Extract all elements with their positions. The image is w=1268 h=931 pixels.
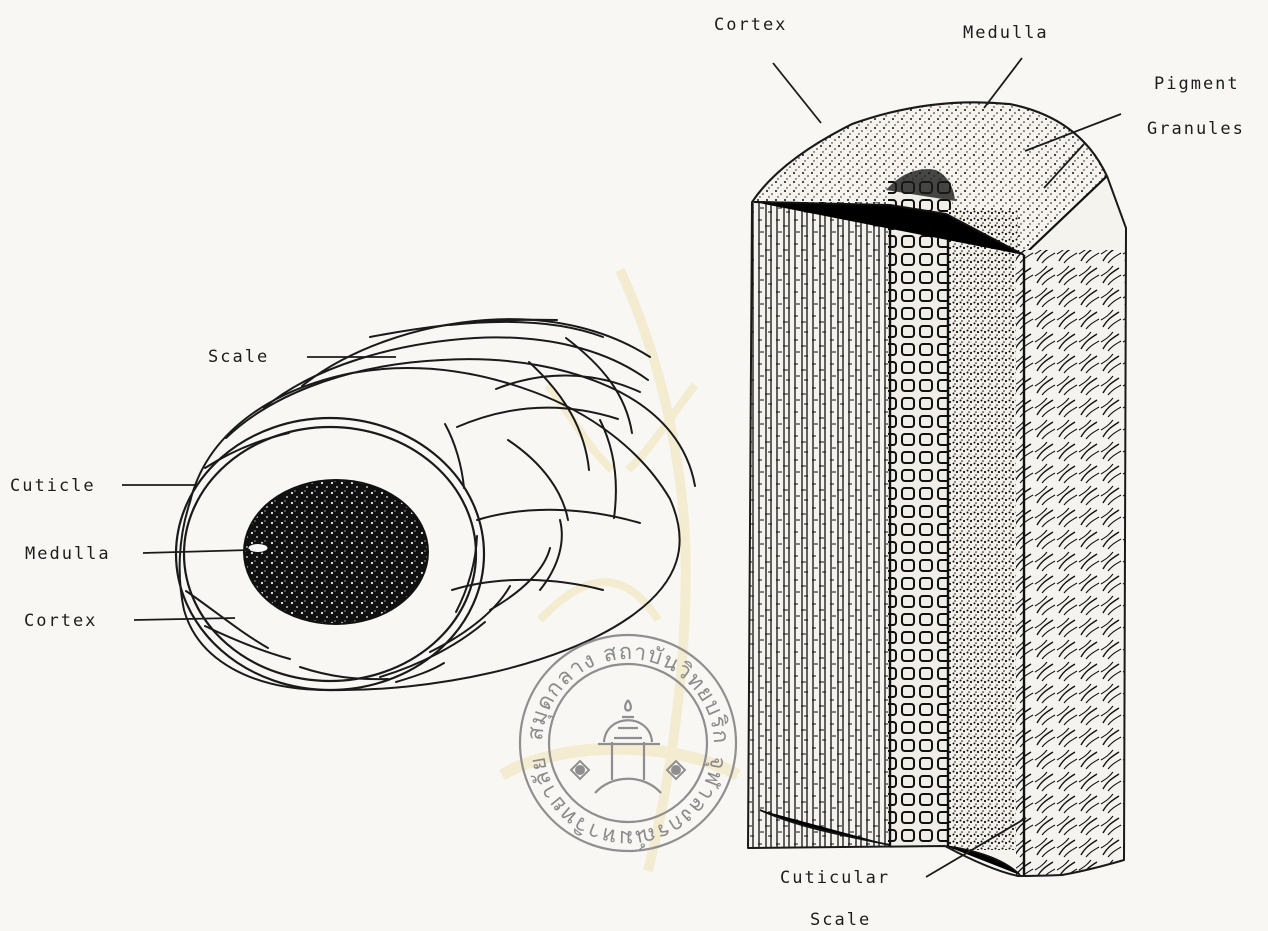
library-stamp: หอสมุดกลาง สถาบันวิทยบริการ จุฬาลงกรณ์มห… bbox=[0, 0, 736, 851]
left-cuticle-label: Cuticle bbox=[10, 476, 96, 496]
right-cuticular-label: Cuticular bbox=[780, 868, 890, 888]
left-medulla-leader bbox=[143, 550, 250, 553]
left-cortex-label: Cortex bbox=[24, 611, 97, 631]
stamp-bottom-text: จุฬาลงกรณ์มหาวิทยาลัย bbox=[525, 754, 730, 850]
right-medulla-leader bbox=[984, 58, 1022, 108]
right-medulla-label: Medulla bbox=[963, 23, 1049, 43]
right-pigment-label: Pigment bbox=[1154, 74, 1240, 94]
left-medulla-label: Medulla bbox=[25, 544, 111, 564]
left-hair-diagram: Scale Cuticle Medulla Cortex bbox=[10, 319, 695, 690]
right-scale-label: Scale bbox=[810, 910, 871, 930]
left-cortex-leader bbox=[134, 618, 235, 620]
right-hair-diagram: Cortex Medulla Pigment Granules Cuticula… bbox=[714, 15, 1245, 930]
right-cortex-leader bbox=[773, 63, 821, 123]
right-granules-label: Granules bbox=[1147, 119, 1245, 139]
right-cortex-label: Cortex bbox=[714, 15, 787, 35]
left-scale-label: Scale bbox=[208, 347, 269, 367]
stamp-top-text: หอสมุดกลาง สถาบันวิทยบริการ bbox=[0, 0, 733, 745]
